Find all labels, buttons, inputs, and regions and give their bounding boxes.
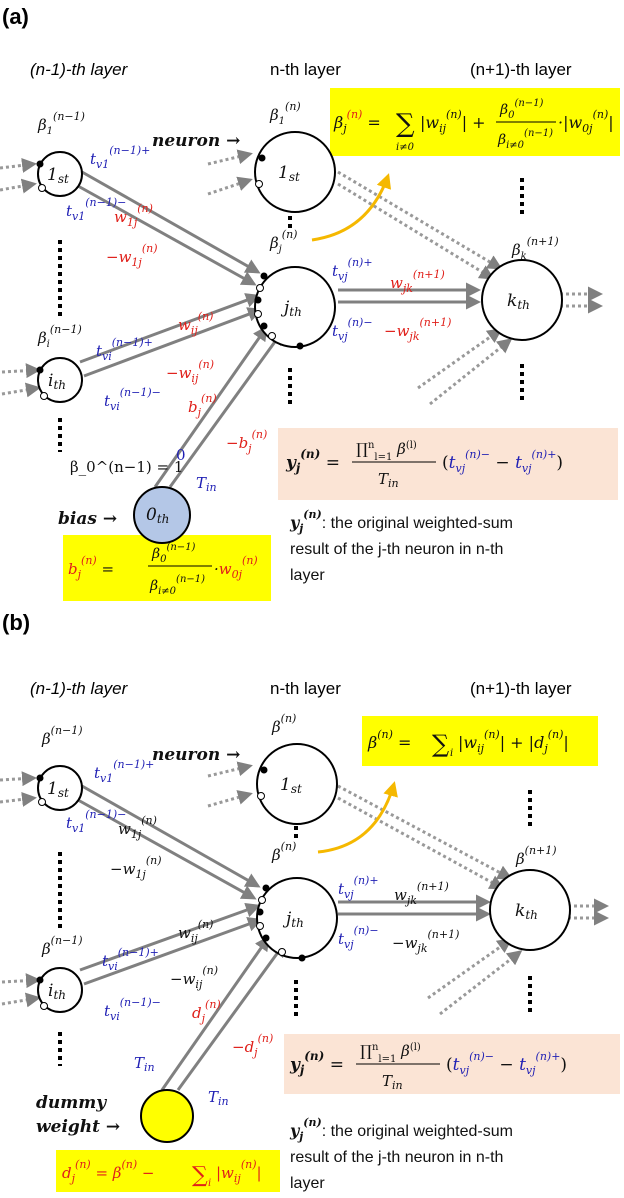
node-jth-cur-b — [256, 877, 338, 959]
node-1st-prev-b — [37, 765, 83, 811]
curved-arrow-a — [311, 173, 392, 242]
svg-text:β(n+1): β(n+1) — [515, 844, 557, 868]
node-jth-cur — [254, 266, 336, 348]
node-1st-prev — [37, 151, 83, 197]
synapse-dots-a — [36, 154, 304, 400]
svg-text:tvj(n)+: tvj(n)+ — [332, 256, 373, 283]
svg-text:βj(n): βj(n) — [269, 228, 297, 255]
ellipsis-dots-a — [58, 178, 524, 452]
curved-arrow-b — [317, 781, 398, 854]
svg-text:βi(n−1): βi(n−1) — [37, 323, 82, 350]
svg-text:layer: layer — [290, 567, 325, 584]
beta-eq-box — [330, 88, 620, 156]
svg-text:Tin: Tin — [134, 1054, 155, 1074]
svg-text:−w1j(n): −w1j(n) — [110, 854, 162, 881]
svg-text:tvi(n−1)−: tvi(n−1)− — [104, 386, 161, 413]
svg-text:β(n): β(n) — [271, 712, 296, 736]
svg-text:result of the j-th neuron in n: result of the j-th neuron in n-th — [290, 541, 503, 558]
svg-text:β(n−1): β(n−1) — [41, 724, 83, 748]
svg-text:β(n): β(n) — [271, 840, 296, 864]
svg-text:yj(n): the original weighted-s: yj(n): the original weighted-sum — [289, 508, 513, 535]
dummy-node — [140, 1089, 194, 1143]
svg-text:tvj(n)+: tvj(n)+ — [338, 874, 379, 901]
svg-text:i≠0: i≠0 — [396, 142, 415, 153]
svg-text:β1(n−1): β1(n−1) — [37, 110, 85, 137]
panel-a-label: (a) — [2, 4, 29, 29]
svg-text:βj(n) =: βj(n) = — [333, 108, 381, 135]
svg-text:i: i — [208, 1178, 211, 1189]
layer-prev-title-b: (n-1)-th layer — [30, 679, 129, 698]
beta0-eq: β_0^(n−1) = 1 — [70, 458, 183, 476]
y-desc-b: yj(n): the original weighted-sum result … — [289, 1116, 513, 1192]
panel-b: (b) (n-1)-th layer n-th layer (n+1)-th l… — [0, 610, 620, 1192]
svg-text:tv1(n−1)+: tv1(n−1)+ — [90, 144, 150, 171]
svg-text:yj(n): the original weighted-s: yj(n): the original weighted-sum — [289, 1116, 513, 1143]
dotted-inputs-a — [0, 149, 603, 406]
node-kth-next-b — [489, 869, 571, 951]
dotted-inputs-b — [0, 761, 609, 1016]
node-1st-cur — [254, 131, 336, 213]
tin-label-a: Tin — [196, 474, 217, 494]
dummy-word-2: weight → — [36, 1117, 120, 1137]
svg-text:tv1(n−1)+: tv1(n−1)+ — [94, 758, 154, 785]
svg-text:∑: ∑ — [396, 109, 415, 139]
node-1st-cur-b — [256, 743, 338, 825]
svg-text:result of the j-th neuron in n: result of the j-th neuron in n-th — [290, 1149, 503, 1166]
svg-text:βk(n+1): βk(n+1) — [511, 235, 559, 262]
synapse-dots-b — [36, 766, 306, 1010]
node-ith-prev — [37, 357, 83, 403]
svg-text:tvi(n−1)+: tvi(n−1)+ — [96, 336, 153, 363]
svg-text:−wjk(n+1): −wjk(n+1) — [384, 316, 451, 343]
bias-word: bias → — [58, 509, 117, 529]
svg-text:Tin: Tin — [208, 1088, 229, 1108]
svg-text:∑: ∑ — [192, 1163, 208, 1188]
layer-next-title: (n+1)-th layer — [470, 60, 572, 79]
neuron-word-a: neuron → — [152, 131, 240, 151]
dummy-word-1: dummy — [36, 1093, 107, 1113]
neuron-word-b: neuron → — [152, 745, 240, 765]
svg-text:−wij(n): −wij(n) — [166, 358, 214, 385]
svg-text:tvi(n−1)−: tvi(n−1)− — [104, 996, 161, 1023]
svg-text:−wjk(n+1): −wjk(n+1) — [392, 928, 459, 955]
nodes-a — [37, 131, 563, 544]
svg-text:wij(n): wij(n) — [178, 918, 213, 945]
svg-text:β(n−1): β(n−1) — [41, 934, 83, 958]
panel-a: (a) (n-1)-th layer n-th layer (n+1)-th l… — [0, 4, 620, 601]
svg-text:i: i — [450, 748, 453, 759]
connections-b — [77, 784, 491, 1091]
node-ith-prev-b — [37, 967, 83, 1013]
svg-text:∑: ∑ — [432, 730, 449, 758]
svg-text:−w1j(n): −w1j(n) — [106, 242, 158, 269]
d-eq-box — [56, 1150, 280, 1192]
y-desc-a: yj(n): the original weighted-sum result … — [289, 508, 513, 584]
connections-a — [77, 170, 481, 488]
nodes-b — [37, 743, 571, 1143]
svg-text:β1(n): β1(n) — [269, 100, 301, 127]
svg-text:−bj(n): −bj(n) — [226, 428, 267, 455]
bias-eq-box — [63, 535, 271, 601]
y-eq-box — [278, 428, 618, 500]
svg-text:−dj(n): −dj(n) — [232, 1032, 273, 1059]
svg-text:layer: layer — [290, 1175, 325, 1192]
node-kth-next — [481, 259, 563, 341]
svg-text:tvj(n)−: tvj(n)− — [338, 924, 379, 951]
svg-text:tvj(n)−: tvj(n)− — [332, 316, 373, 343]
svg-text:−wij(n): −wij(n) — [170, 964, 218, 991]
panel-b-label: (b) — [2, 610, 30, 635]
layer-prev-title: (n-1)-th layer — [30, 60, 129, 79]
bias-node — [133, 486, 191, 544]
layer-cur-title-b: n-th layer — [270, 679, 341, 698]
layer-cur-title: n-th layer — [270, 60, 341, 79]
layer-next-title-b: (n+1)-th layer — [470, 679, 572, 698]
svg-text:wij(n): wij(n) — [178, 310, 213, 337]
y-eq-box-b — [284, 1034, 620, 1094]
beta-eq-box-b — [362, 716, 598, 766]
zero-label: 0 — [176, 446, 186, 464]
